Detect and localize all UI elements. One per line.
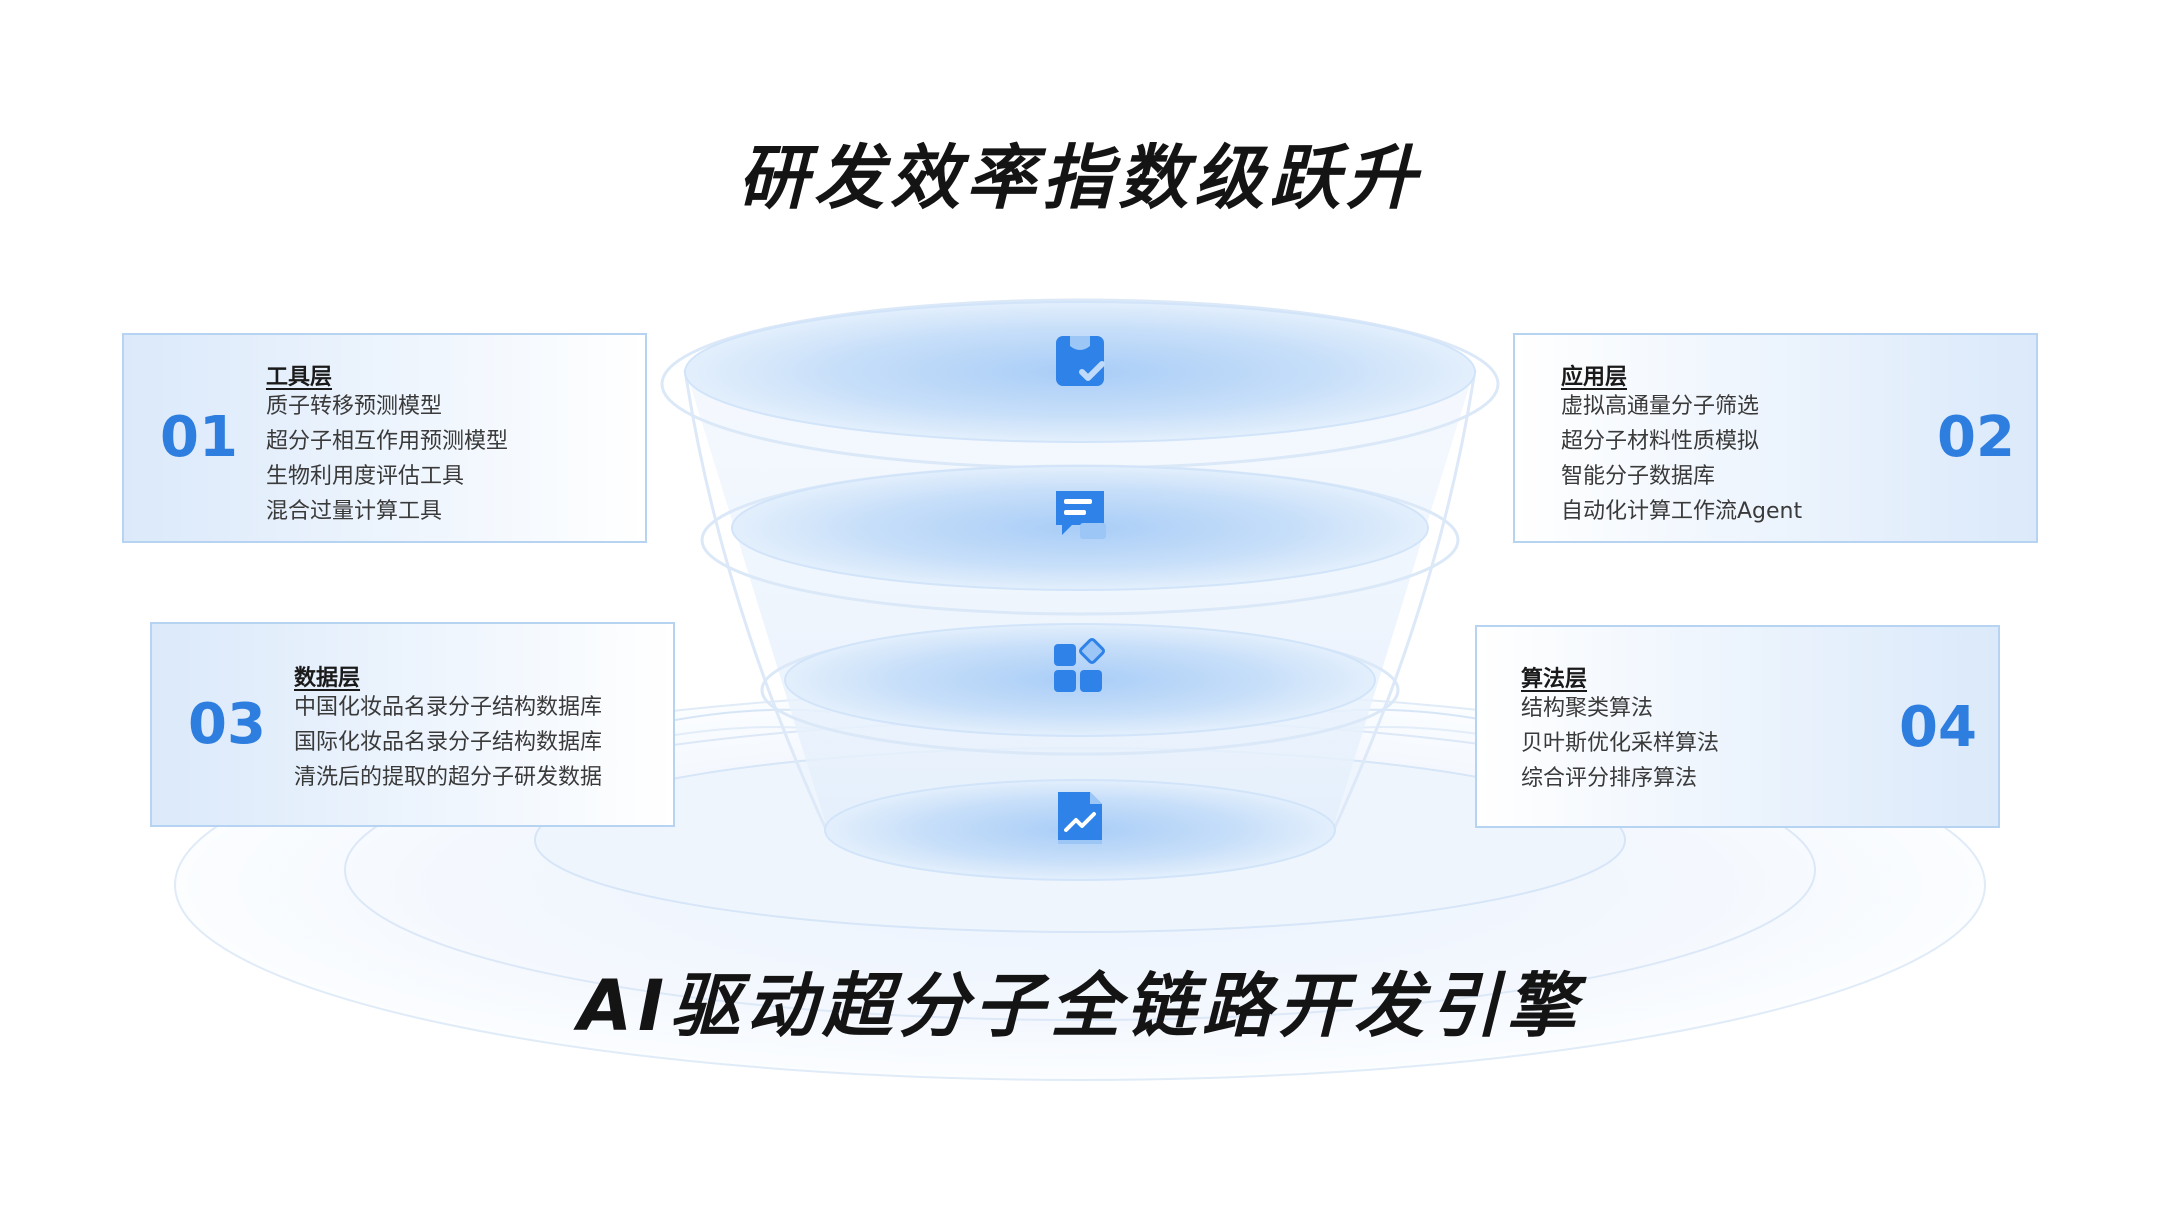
engine-title: AI驱动超分子全链路开发引擎	[577, 965, 1583, 1047]
card-item-list: 中国化妆品名录分子结构数据库 国际化妆品名录分子结构数据库 清洗后的提取的超分子…	[294, 690, 602, 795]
card-application-layer: 02 应用层 虚拟高通量分子筛选 超分子材料性质模拟 智能分子数据库 自动化计算…	[1513, 333, 2038, 543]
list-item: 综合评分排序算法	[1521, 766, 1698, 791]
grid-apps-icon	[1054, 638, 1105, 692]
chart-trend-icon	[1058, 792, 1102, 844]
list-item: 结构聚类算法	[1521, 696, 1654, 721]
list-item: 国际化妆品名录分子结构数据库	[294, 730, 603, 755]
card-item-list: 结构聚类算法 贝叶斯优化采样算法 综合评分排序算法	[1521, 691, 1719, 796]
funnel-edge-right	[1328, 369, 1477, 839]
list-item: 中国化妆品名录分子结构数据库	[294, 695, 603, 720]
card-number: 02	[1937, 405, 2015, 470]
card-heading: 应用层	[1561, 365, 1628, 390]
list-item: 超分子材料性质模拟	[1561, 429, 1760, 454]
list-item: 生物利用度评估工具	[266, 464, 465, 489]
list-item: 清洗后的提取的超分子研发数据	[294, 765, 603, 790]
card-algorithm-layer: 04 算法层 结构聚类算法 贝叶斯优化采样算法 综合评分排序算法	[1475, 625, 2000, 828]
card-item-list: 质子转移预测模型 超分子相互作用预测模型 生物利用度评估工具 混合过量计算工具	[266, 389, 508, 529]
list-item: 虚拟高通量分子筛选	[1561, 394, 1760, 419]
card-item-list: 虚拟高通量分子筛选 超分子材料性质模拟 智能分子数据库 自动化计算工作流Agen…	[1561, 389, 1802, 529]
clipboard-check-icon	[1056, 336, 1105, 386]
card-heading: 数据层	[294, 666, 361, 691]
card-data-layer: 03 数据层 中国化妆品名录分子结构数据库 国际化妆品名录分子结构数据库 清洗后…	[150, 622, 675, 827]
document-lines-icon	[1056, 491, 1106, 539]
card-number: 01	[160, 405, 238, 470]
card-heading: 算法层	[1521, 667, 1588, 692]
list-item: 质子转移预测模型	[266, 394, 443, 419]
list-item: 贝叶斯优化采样算法	[1521, 731, 1720, 756]
list-item: 自动化计算工作流Agent	[1561, 499, 1803, 524]
list-item: 智能分子数据库	[1561, 464, 1716, 489]
page-title: 研发效率指数级跃升	[738, 137, 1422, 219]
card-heading: 工具层	[266, 365, 333, 390]
list-item: 混合过量计算工具	[266, 499, 443, 524]
list-item: 超分子相互作用预测模型	[266, 429, 509, 454]
card-tool-layer: 01 工具层 质子转移预测模型 超分子相互作用预测模型 生物利用度评估工具 混合…	[122, 333, 647, 543]
card-number: 04	[1899, 695, 1977, 760]
funnel-edge-left	[683, 369, 832, 839]
card-number: 03	[188, 692, 266, 757]
